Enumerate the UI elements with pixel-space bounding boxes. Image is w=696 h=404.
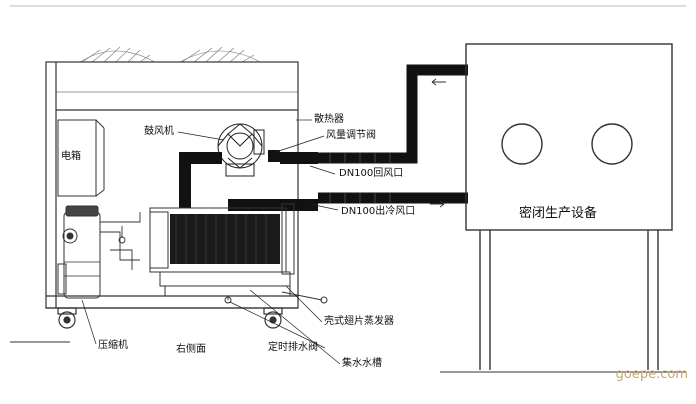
compressor [57, 205, 101, 299]
water-tank [159, 271, 291, 300]
radiator-label: 散热器 [314, 114, 344, 125]
condenser-fan-right [179, 46, 261, 63]
drain-valve [224, 291, 328, 304]
right-side-label: 右侧面 [176, 344, 206, 355]
air-damper-label: 风量调节阀 [326, 130, 376, 141]
blower-label: 鼓风机 [144, 126, 174, 137]
shell-fin-evaporator-label: 壳式翅片蒸发器 [324, 316, 394, 327]
water-tank-label: 集水水槽 [342, 358, 382, 369]
air-damper [268, 150, 280, 162]
electrical-box [57, 119, 105, 197]
inner-ducts [179, 152, 318, 211]
caster-wheels [57, 307, 283, 329]
flow-arrows [430, 78, 446, 208]
return-air-label: DN100回风口 [339, 168, 404, 179]
condenser-fan-left [79, 46, 156, 63]
sealed-equipment-label: 密闭生产设备 [519, 206, 598, 221]
leader-lines [81, 119, 341, 365]
electrical-box-label: 电箱 [61, 151, 81, 162]
drain-valve-label: 定时排水阀 [268, 342, 318, 353]
blower [217, 123, 265, 177]
compressor-label: 压缩机 [98, 340, 128, 351]
shell-fin-evaporator [149, 203, 295, 275]
chiller-cabinet [45, 61, 299, 309]
supply-air-label: DN100出冷风口 [341, 206, 416, 217]
watermark: goepe.com [615, 367, 688, 382]
sealed-equipment [465, 43, 673, 370]
external-ducts [318, 64, 468, 204]
duct-texture [329, 153, 391, 203]
refrigerant-piping [100, 212, 141, 270]
